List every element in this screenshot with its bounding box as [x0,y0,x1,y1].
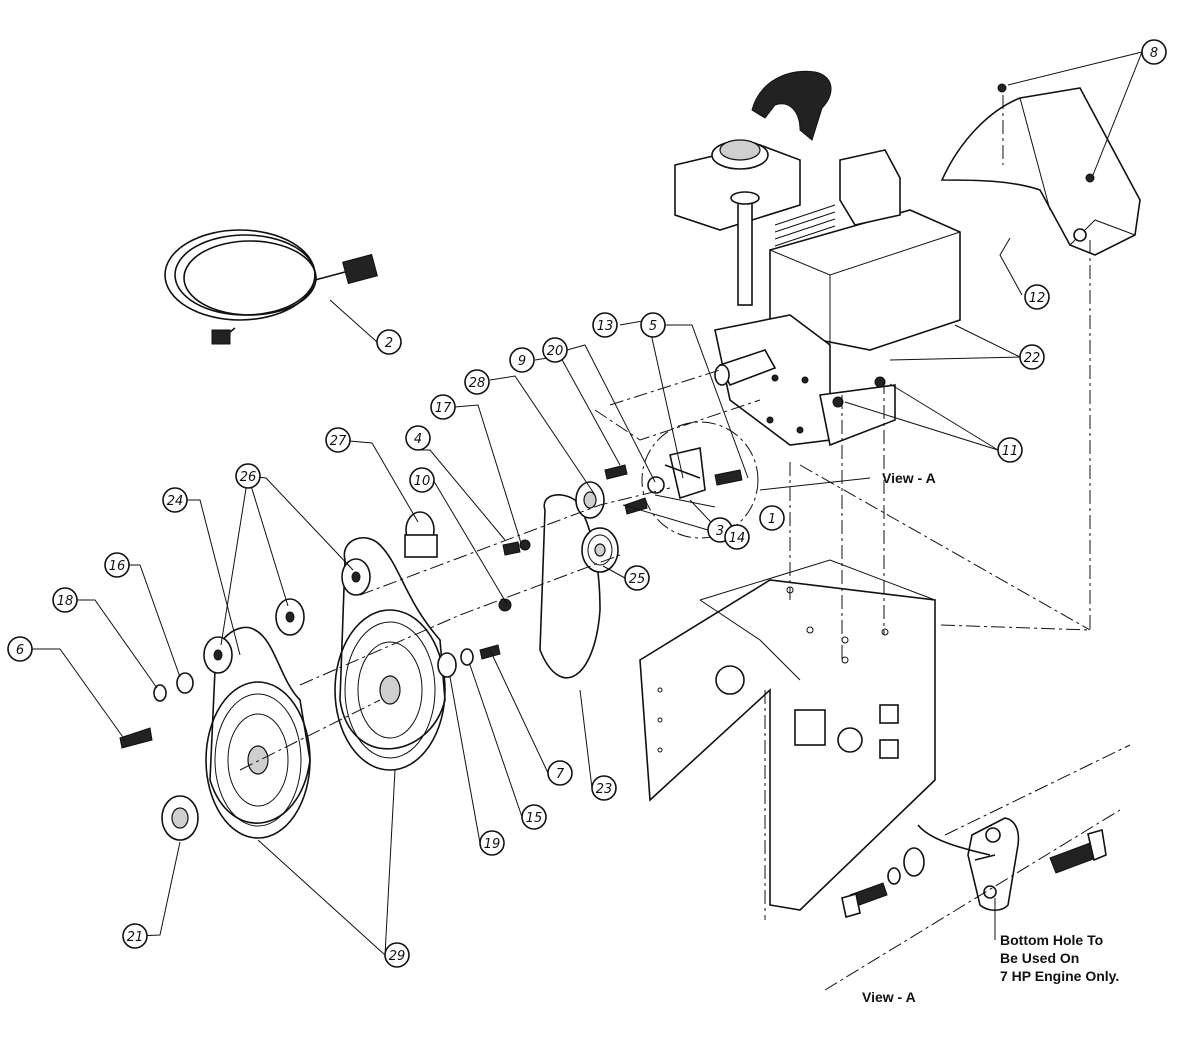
note-line-2: Be Used On [1000,950,1079,966]
svg-text:16: 16 [109,559,126,574]
svg-text:9: 9 [518,354,526,369]
callout-28: 28 [464,369,490,395]
view-a-label-bottom: View - A [862,989,916,1005]
svg-text:18: 18 [57,594,74,609]
svg-text:10: 10 [414,474,431,489]
svg-text:28: 28 [469,376,486,391]
callout-17: 17 [430,394,456,420]
belt-26-loop [339,536,446,750]
svg-text:24: 24 [167,494,184,509]
svg-text:19: 19 [484,837,501,852]
svg-text:1: 1 [768,512,776,527]
svg-text:22: 22 [1024,351,1041,366]
svg-text:12: 12 [1029,291,1046,306]
callout-23: 23 [591,775,617,801]
view-a-label-top: View - A [882,470,936,486]
callout-9: 9 [509,347,535,373]
svg-text:29: 29 [389,949,406,964]
auger-pulley-29-rear [334,609,446,771]
callout-21: 21 [122,923,148,949]
small-hardware [119,376,886,841]
assembly-centerlines [239,95,1131,991]
extension-cord [164,229,378,345]
callout-25: 25 [624,565,650,591]
callout-7: 7 [547,760,573,786]
callout-20: 20 [542,337,568,363]
engine-note: Bottom Hole To Be Used On 7 HP Engine On… [1000,932,1119,984]
callout-4: 4 [405,425,431,451]
callout-29: 29 [384,942,410,968]
svg-text:21: 21 [127,930,144,945]
callout-13: 13 [592,312,618,338]
note-line-3: 7 HP Engine Only. [1000,968,1119,984]
callout-16: 16 [104,552,130,578]
callout-8: 8 [1141,39,1167,65]
svg-text:7: 7 [556,767,565,782]
callout-27: 27 [325,427,351,453]
svg-text:27: 27 [330,434,347,449]
svg-text:5: 5 [649,319,657,334]
callout-14: 14 [724,524,750,550]
svg-text:14: 14 [729,531,746,546]
callout-11: 11 [997,437,1023,463]
callout-2: 2 [376,329,402,355]
view-a-detail [841,817,1107,919]
callout-10: 10 [409,467,435,493]
svg-text:26: 26 [240,470,257,485]
callout-22: 22 [1019,344,1045,370]
svg-text:6: 6 [16,643,24,658]
svg-text:23: 23 [596,782,613,797]
callout-24: 24 [162,487,188,513]
svg-text:2: 2 [385,336,393,351]
svg-text:13: 13 [597,319,614,334]
belt-23 [539,494,601,679]
note-line-1: Bottom Hole To [1000,932,1103,948]
svg-text:8: 8 [1150,46,1158,61]
callout-6: 6 [7,636,33,662]
engine-shroud [940,83,1141,256]
svg-text:25: 25 [629,572,646,587]
svg-text:3: 3 [716,524,724,539]
svg-text:15: 15 [526,811,543,826]
callout-5: 5 [640,312,666,338]
callout-19: 19 [479,830,505,856]
svg-text:17: 17 [435,401,452,416]
callout-1: 1 [759,505,785,531]
auger-pulley-29-front [205,681,311,839]
cooling-fins [774,204,836,247]
callout-26: 26 [235,463,261,489]
callout-12: 12 [1024,284,1050,310]
engine-assembly [674,70,961,447]
svg-text:4: 4 [414,432,422,447]
callout-18: 18 [52,587,78,613]
svg-text:20: 20 [547,344,564,359]
callout-15: 15 [521,804,547,830]
svg-text:11: 11 [1002,444,1019,459]
frame-plate [639,559,936,911]
